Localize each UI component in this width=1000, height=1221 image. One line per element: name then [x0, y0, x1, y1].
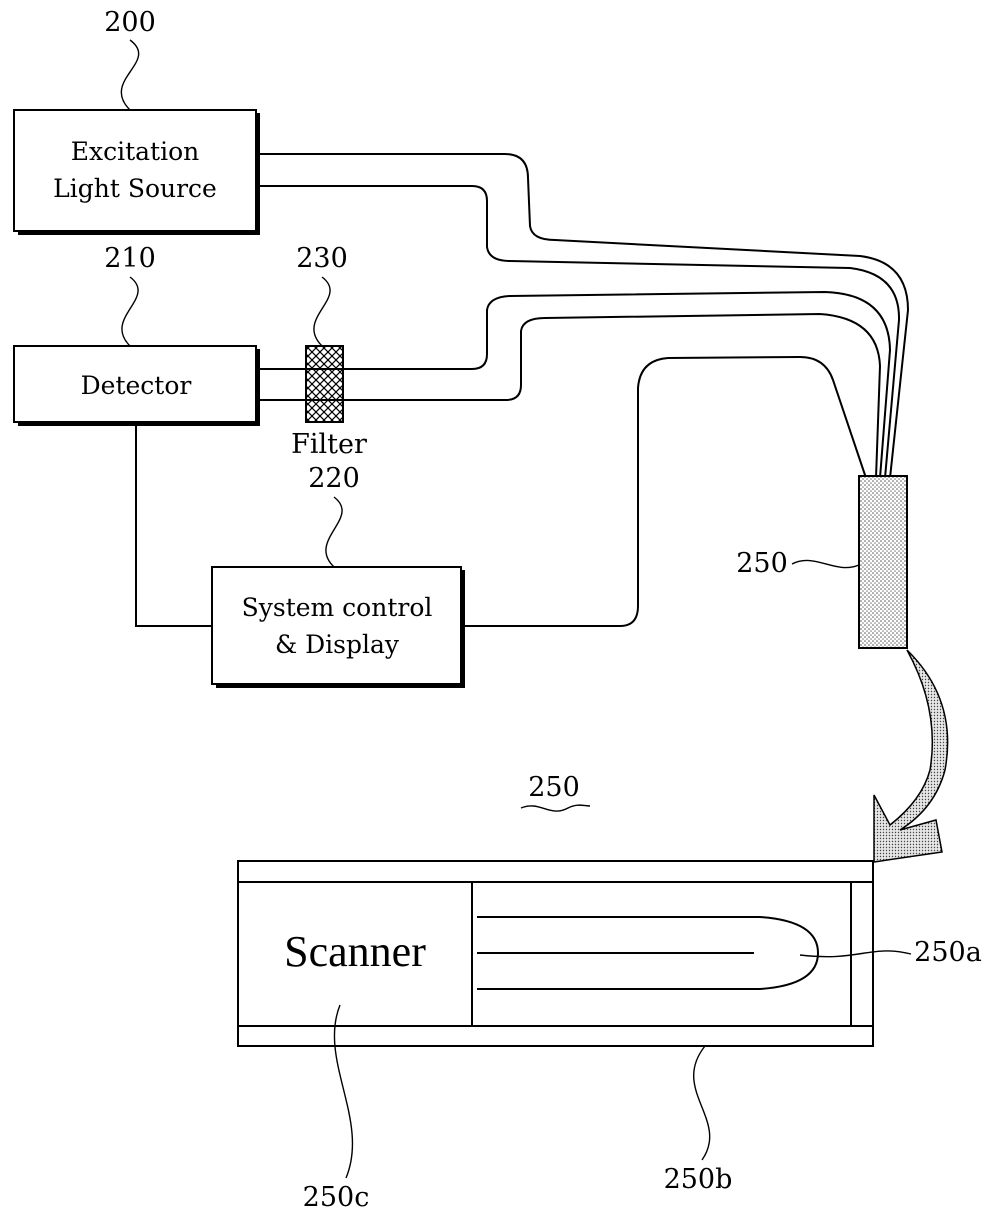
ref-250-side: 250 [736, 548, 788, 579]
ref-250b: 250b [664, 1164, 733, 1195]
leader-200 [121, 40, 138, 110]
ref-220: 220 [308, 463, 360, 494]
detector-box: Detector [14, 346, 260, 426]
leader-250-side [792, 560, 859, 567]
probe-detail-view: Scanner [238, 861, 873, 1046]
leader-230 [314, 277, 330, 346]
ref-250c: 250c [303, 1182, 370, 1213]
light-source-label-line2: Light Source [53, 174, 217, 203]
control-cable [461, 357, 866, 626]
ref-230: 230 [296, 243, 348, 274]
leader-220 [326, 497, 342, 567]
magnify-arrow [874, 650, 948, 862]
ref-200: 200 [104, 7, 156, 38]
light-source-label-line1: Excitation [71, 137, 200, 166]
leader-210 [122, 277, 138, 346]
leader-250b [694, 1046, 710, 1160]
system-label-line1: System control [242, 593, 433, 622]
ref-210: 210 [104, 243, 156, 274]
ref-250-detail: 250 [528, 772, 580, 803]
detector-to-control-line [136, 422, 212, 626]
excitation-light-source-box: Excitation Light Source [14, 110, 260, 235]
leader-250-detail-wave [521, 805, 590, 811]
scanner-label: Scanner [284, 927, 426, 976]
filter-text: Filter [291, 429, 367, 460]
filter-element [306, 346, 343, 422]
system-label-line2: & Display [275, 630, 400, 659]
ref-250a: 250a [914, 937, 982, 968]
probe-body [859, 476, 907, 648]
detector-label: Detector [81, 371, 192, 400]
system-control-display-box: System control & Display [212, 567, 465, 688]
